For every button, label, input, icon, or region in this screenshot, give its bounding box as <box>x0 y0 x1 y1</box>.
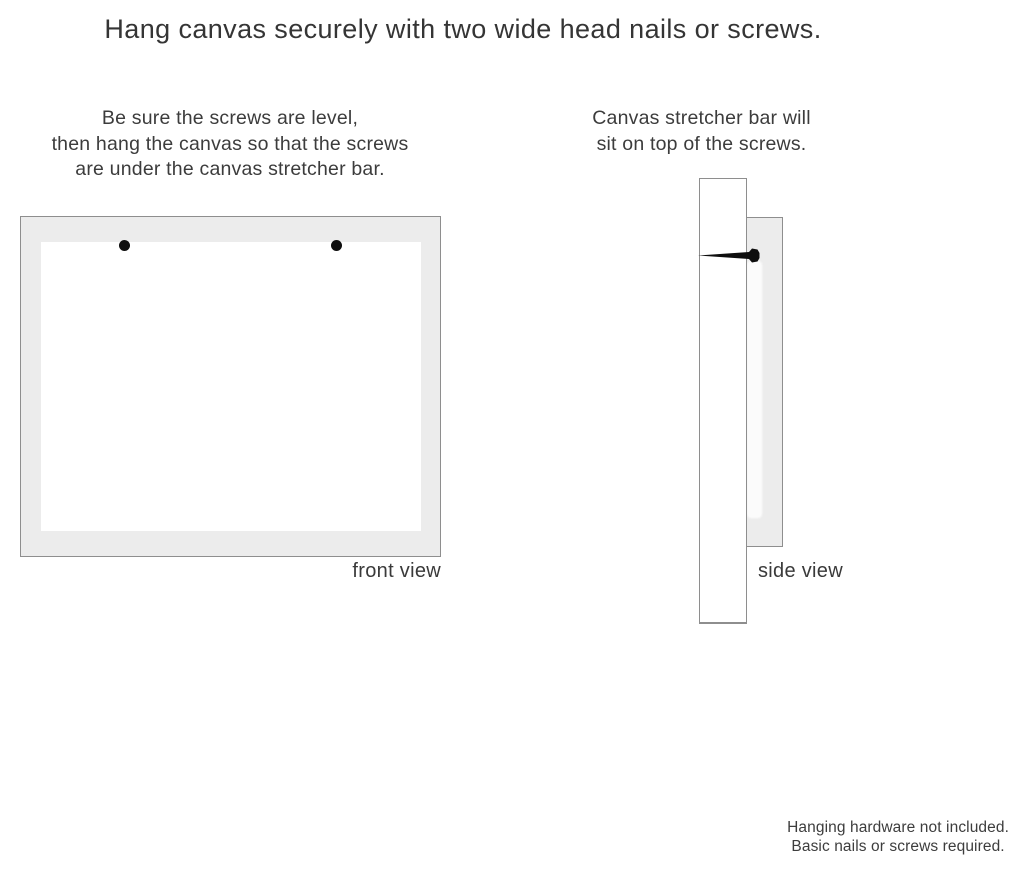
instruction-line: then hang the canvas so that the screws <box>51 132 409 155</box>
disclaimer-line: Hanging hardware not included. <box>787 819 1009 836</box>
front-view-label: front view <box>352 560 441 582</box>
side-view-canvas <box>746 217 783 547</box>
side-view-stretcher-bar <box>699 178 747 624</box>
instruction-line: sit on top of the screws. <box>596 132 807 155</box>
canvas-inner-area <box>41 242 421 531</box>
side-view-canvas-inner-edge <box>748 262 761 517</box>
page-title: Hang canvas securely with two wide head … <box>104 14 822 44</box>
disclaimer-line: Basic nails or screws required. <box>791 838 1005 855</box>
front-view-instructions: Be sure the screws are level, then hang … <box>20 106 440 183</box>
nail-head-dot-icon <box>119 240 130 251</box>
nail-icon <box>698 248 760 263</box>
side-view-label: side view <box>758 560 843 582</box>
front-view-diagram <box>20 216 441 557</box>
hardware-disclaimer: Hanging hardware not included. Basic nai… <box>787 818 1009 856</box>
instruction-line: Canvas stretcher bar will <box>592 107 811 129</box>
nail-head-dot-icon <box>331 240 342 251</box>
instruction-line: are under the canvas stretcher bar. <box>75 158 385 180</box>
instruction-line: Be sure the screws are level, <box>101 107 359 129</box>
side-view-instructions: Canvas stretcher bar will sit on top of … <box>560 106 843 157</box>
